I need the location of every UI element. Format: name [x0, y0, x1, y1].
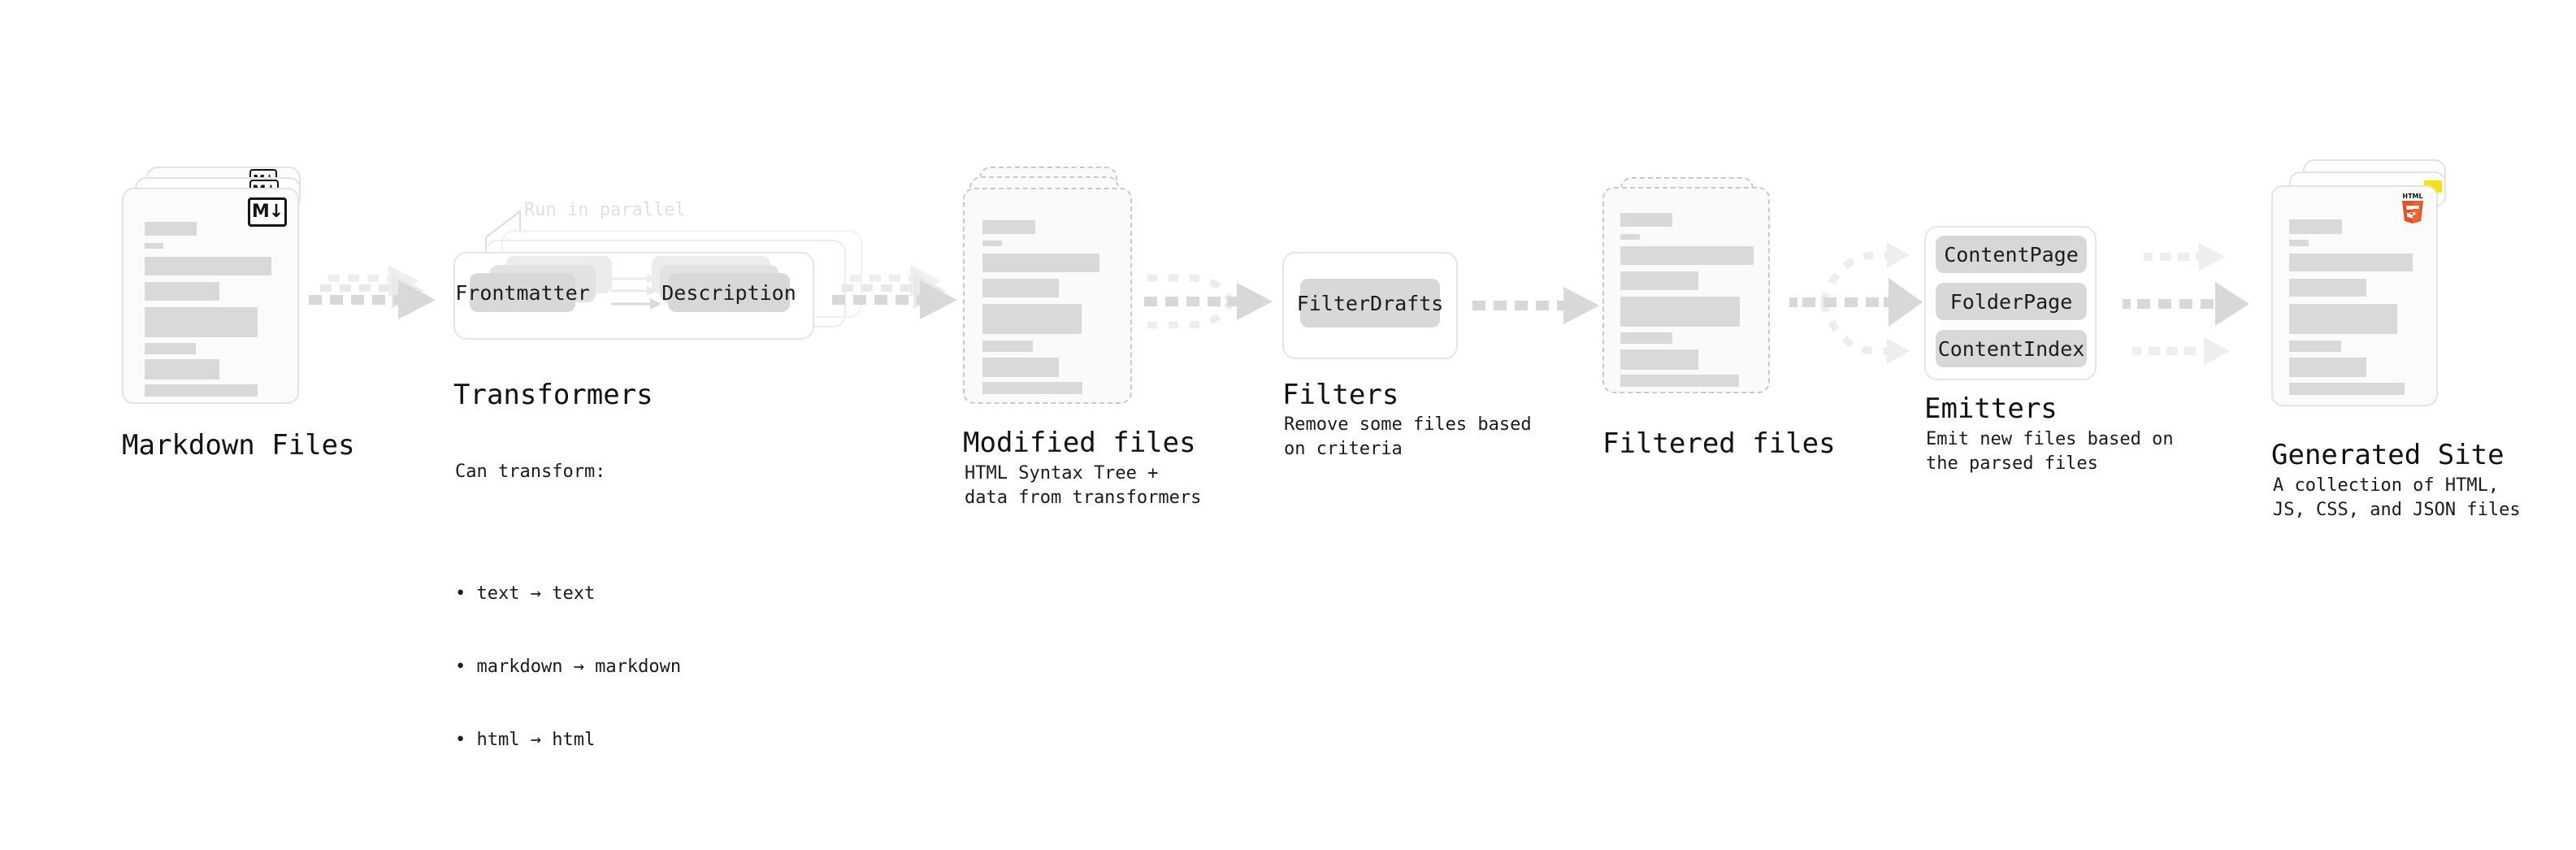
stage-title-generated-site: Generated Site — [2271, 439, 2504, 471]
connector-filtered-to-emitters — [1789, 242, 1923, 364]
stage-title-modified-files: Modified files — [963, 427, 1196, 459]
stage-desc-filters: Remove some files based on criteria — [1284, 414, 1532, 459]
generated-card-body — [2273, 187, 2436, 405]
emitters-chip-contentindex[interactable]: ContentIndex — [1936, 330, 2087, 367]
markdown-badge-front: M↓ — [248, 197, 287, 227]
markdown-files-stack: M↓ M↓ M↓ — [122, 167, 317, 427]
html5-icon: HTML — [2402, 193, 2423, 223]
transformers-inner-arrows — [611, 274, 661, 310]
stage-desc-emitters: Emit new files based on the parsed files — [1926, 429, 2174, 474]
transformers-chip-frontmatter[interactable]: Frontmatter — [455, 273, 590, 312]
stage-title-filters: Filters — [1282, 379, 1399, 411]
stage-title-transformers: Transformers — [453, 379, 653, 411]
transformers-desc-line: Can transform: — [455, 462, 606, 482]
modified-files-stack — [963, 167, 1150, 427]
transformers-bullet-2: • html → html — [455, 730, 596, 750]
stage-title-markdown-files: Markdown Files — [122, 429, 355, 462]
markdown-card-front: M↓ — [122, 188, 299, 404]
filtered-files-stack — [1602, 177, 1789, 437]
transformers-bullet-1: • markdown → markdown — [455, 657, 682, 677]
transformers-bullet-0: • text → text — [455, 583, 596, 604]
transformers-chip-description[interactable]: Description — [661, 273, 796, 312]
filters-chip-filterdrafts[interactable]: FilterDrafts — [1297, 279, 1443, 327]
connector-md-to-transformers — [309, 265, 436, 319]
connector-filters-to-filtered — [1472, 287, 1599, 324]
svg-text:HTML: HTML — [2402, 193, 2422, 200]
connector-modified-to-filters — [1144, 274, 1273, 329]
filtered-card-front — [1602, 187, 1770, 393]
modified-card-body — [965, 189, 1130, 402]
emitters-chip-contentpage[interactable]: ContentPage — [1936, 236, 2087, 273]
pipeline-diagram: M↓ M↓ M↓ Markdown Files — [122, 159, 2521, 750]
emitters-chip-folderpage[interactable]: FolderPage — [1936, 283, 2087, 320]
stage-desc-generated-site: A collection of HTML, JS, CSS, and JSON … — [2273, 475, 2521, 520]
filtered-card-body — [1604, 189, 1768, 392]
transformers-bullets: • text → text • markdown → markdown • ht… — [455, 533, 681, 801]
stage-title-emitters: Emitters — [1924, 392, 2058, 425]
markdown-card-body — [124, 189, 297, 402]
generated-site-stack: CSS HTML — [2271, 159, 2483, 427]
generated-card-front-html: HTML — [2271, 185, 2438, 406]
run-in-parallel-label: Run in parallel — [524, 200, 686, 220]
connector-emitters-to-site — [2123, 243, 2249, 365]
connector-transformers-to-modified — [832, 265, 957, 319]
stage-desc-modified-files: HTML Syntax Tree + data from transformer… — [965, 463, 1202, 508]
stage-title-filtered-files: Filtered files — [1602, 427, 1836, 460]
modified-card-front — [963, 188, 1132, 404]
stage-desc-transformers: Can transform: • text → text • markdown … — [455, 411, 681, 850]
